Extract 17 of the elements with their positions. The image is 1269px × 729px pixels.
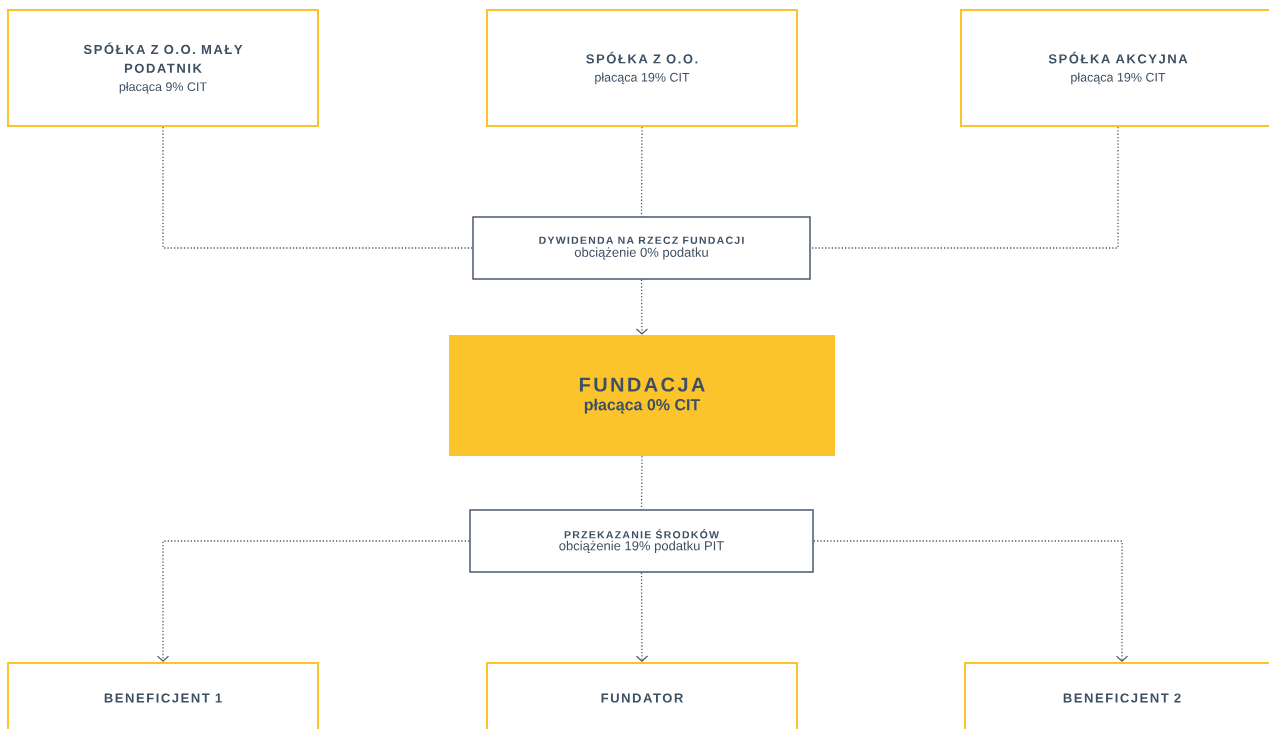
- connector: [635, 279, 649, 335]
- connector: [640, 455, 643, 510]
- connector: [635, 572, 649, 662]
- tax-box: DYWIDENDA NA RZECZ FUNDACJI obciążenie 0% podatku: [472, 216, 811, 280]
- foundation-box: FUNDACJA płacąca 0% CIT: [449, 335, 835, 456]
- recipient-box: FUNDATOR: [486, 662, 798, 729]
- connector: [810, 126, 1119, 249]
- connector: [156, 540, 470, 662]
- company-box: SPÓŁKA Z O.O. płacąca 19% CIT: [486, 9, 798, 127]
- recipient-box: BENEFICJENT 2: [964, 662, 1269, 729]
- tax-box: PRZEKAZANIE ŚRODKÓW obciążenie 19% podatku PIT: [469, 509, 814, 573]
- company-box: SPÓŁKA Z O.O. MAŁY PODATNIK płacąca 9% CIT: [7, 9, 319, 127]
- company-box: SPÓŁKA AKCYJNA płacąca 19% CIT: [960, 9, 1269, 127]
- connector: [162, 126, 473, 249]
- connector: [640, 126, 643, 217]
- recipient-box: BENEFICJENT 1: [7, 662, 319, 729]
- connector: [813, 540, 1129, 662]
